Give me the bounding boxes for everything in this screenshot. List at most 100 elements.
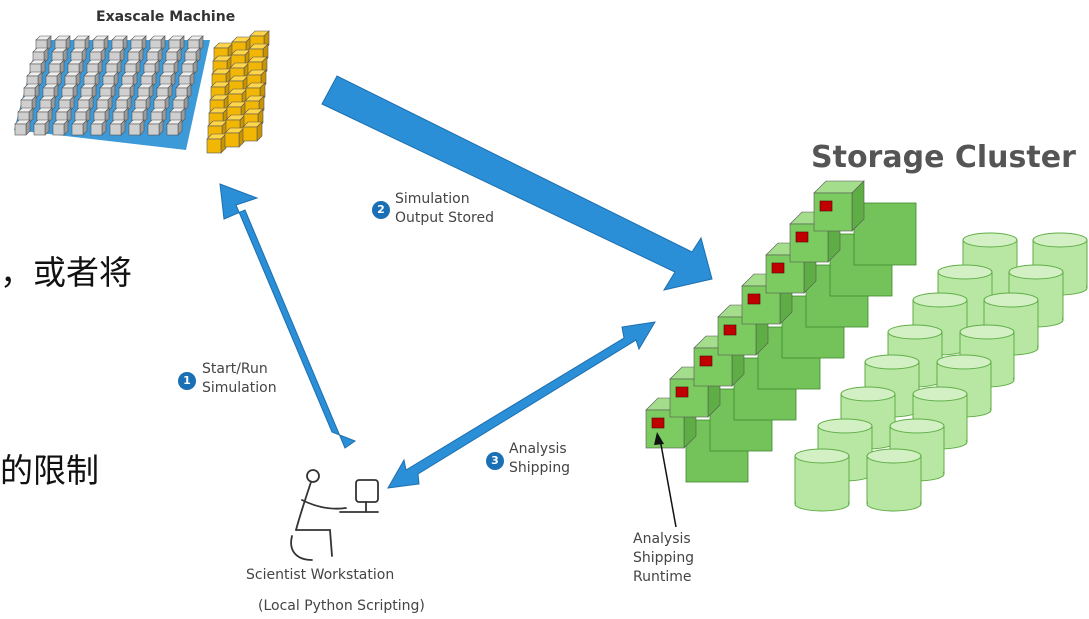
scientist-head bbox=[306, 469, 320, 483]
compute-node bbox=[70, 47, 87, 64]
storage-disk bbox=[1032, 232, 1088, 296]
disk-top bbox=[864, 354, 920, 370]
monitor bbox=[355, 479, 379, 503]
compute-node bbox=[111, 35, 128, 52]
compute-node bbox=[48, 59, 65, 76]
compute-node bbox=[29, 59, 46, 76]
compute-node bbox=[36, 107, 53, 124]
runtime-label: Analysis Shipping Runtime bbox=[633, 530, 694, 587]
gold-node-front bbox=[242, 126, 258, 142]
disk-fill bbox=[868, 456, 920, 504]
compute-node bbox=[175, 83, 192, 100]
scientist-arm bbox=[301, 499, 347, 510]
compute-node-front bbox=[166, 123, 179, 136]
compute-node bbox=[17, 107, 34, 124]
step-1-label: Start/Run Simulation bbox=[202, 360, 277, 398]
exascale-title: Exascale Machine bbox=[96, 9, 236, 25]
gold-node-front bbox=[224, 132, 240, 148]
compute-node bbox=[137, 83, 154, 100]
compute-node bbox=[80, 83, 97, 100]
compute-node bbox=[73, 35, 90, 52]
step-2-badge: 2 bbox=[372, 201, 390, 219]
compute-node bbox=[86, 59, 103, 76]
disk-top bbox=[866, 448, 922, 464]
runtime-pointer-head bbox=[654, 432, 664, 445]
compute-node bbox=[61, 83, 78, 100]
disk-top bbox=[817, 418, 873, 434]
compute-node bbox=[77, 95, 94, 112]
compute-node bbox=[93, 107, 110, 124]
scientist-leg bbox=[295, 529, 333, 557]
disk-top bbox=[912, 386, 968, 402]
step-1-line2: Simulation bbox=[202, 380, 277, 396]
gold-node bbox=[242, 121, 263, 142]
runtime-marker bbox=[675, 386, 689, 398]
compute-node bbox=[92, 35, 109, 52]
exascale-machine bbox=[14, 30, 270, 154]
compute-node-front bbox=[128, 123, 141, 136]
arrow-output-stored bbox=[321, 75, 713, 291]
compute-node bbox=[74, 107, 91, 124]
cjk-text-1: ，或者将 bbox=[0, 253, 132, 292]
workstation-sublabel: (Local Python Scripting) bbox=[258, 598, 425, 614]
runtime-line1: Analysis bbox=[633, 531, 691, 547]
compute-node bbox=[83, 71, 100, 88]
cjk-text-2: 的限制 bbox=[0, 451, 99, 490]
workstation-label: Scientist Workstation bbox=[246, 567, 395, 583]
disk-top bbox=[936, 354, 992, 370]
compute-node bbox=[99, 83, 116, 100]
chair bbox=[290, 535, 313, 561]
compute-node bbox=[35, 35, 52, 52]
compute-node bbox=[147, 119, 164, 136]
compute-node bbox=[14, 119, 31, 136]
step-3-label: Analysis Shipping bbox=[509, 440, 570, 478]
compute-node bbox=[54, 35, 71, 52]
compute-node-front bbox=[71, 123, 84, 136]
disk-top bbox=[912, 292, 968, 308]
compute-node bbox=[51, 47, 68, 64]
compute-node bbox=[71, 119, 88, 136]
scientist-workstation bbox=[290, 469, 379, 561]
runtime-marker bbox=[795, 231, 809, 243]
compute-node bbox=[124, 59, 141, 76]
disk-top bbox=[887, 324, 943, 340]
compute-node bbox=[143, 59, 160, 76]
runtime-marker bbox=[819, 200, 833, 212]
compute-node bbox=[96, 95, 113, 112]
arrow-analysis-shipping bbox=[387, 321, 656, 489]
compute-node-front bbox=[90, 123, 103, 136]
disk-top bbox=[1032, 232, 1088, 248]
compute-node bbox=[165, 47, 182, 64]
compute-node bbox=[90, 119, 107, 136]
disk-top bbox=[1008, 264, 1064, 280]
compute-node bbox=[187, 35, 204, 52]
compute-node bbox=[105, 59, 122, 76]
step-1-line1: Start/Run bbox=[202, 361, 268, 377]
compute-node bbox=[108, 47, 125, 64]
disk-top bbox=[794, 448, 850, 464]
compute-node bbox=[89, 47, 106, 64]
disk-top bbox=[983, 292, 1039, 308]
gold-node bbox=[224, 127, 245, 148]
compute-node bbox=[162, 59, 179, 76]
step-1-badge: 1 bbox=[178, 372, 196, 390]
disk-top bbox=[959, 324, 1015, 340]
step-3-badge: 3 bbox=[486, 452, 504, 470]
compute-node bbox=[23, 83, 40, 100]
compute-node-front bbox=[52, 123, 65, 136]
storage-disk bbox=[794, 448, 850, 512]
compute-node bbox=[109, 119, 126, 136]
storage-title: Storage Cluster bbox=[811, 140, 1076, 175]
compute-node bbox=[115, 95, 132, 112]
disk-top bbox=[889, 418, 945, 434]
step-2-label: Simulation Output Stored bbox=[395, 190, 494, 228]
runtime-pointer bbox=[659, 438, 677, 528]
step-3-line2: Shipping bbox=[509, 460, 571, 476]
compute-node bbox=[131, 107, 148, 124]
runtime-line2: Shipping bbox=[633, 550, 695, 566]
compute-node bbox=[178, 71, 195, 88]
step-2-line1: Simulation bbox=[395, 191, 470, 207]
disk-top bbox=[840, 386, 896, 402]
compute-node bbox=[184, 47, 201, 64]
compute-node bbox=[118, 83, 135, 100]
